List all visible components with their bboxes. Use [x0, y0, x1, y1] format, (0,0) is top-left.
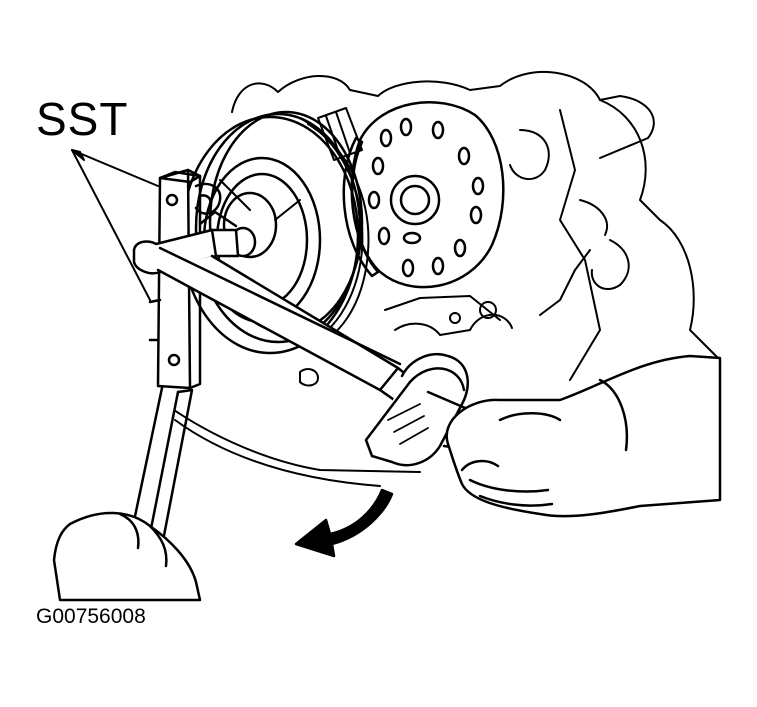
sst-leader-lines [72, 150, 158, 300]
torque-wrench-icon [134, 228, 505, 465]
special-service-tool-icon [130, 170, 236, 546]
right-hand-icon [447, 356, 720, 516]
left-hand-icon [54, 513, 200, 600]
figure-code: G00756008 [36, 605, 146, 628]
rotation-arrow-icon [296, 490, 392, 556]
sst-callout-label: SST [36, 93, 129, 145]
